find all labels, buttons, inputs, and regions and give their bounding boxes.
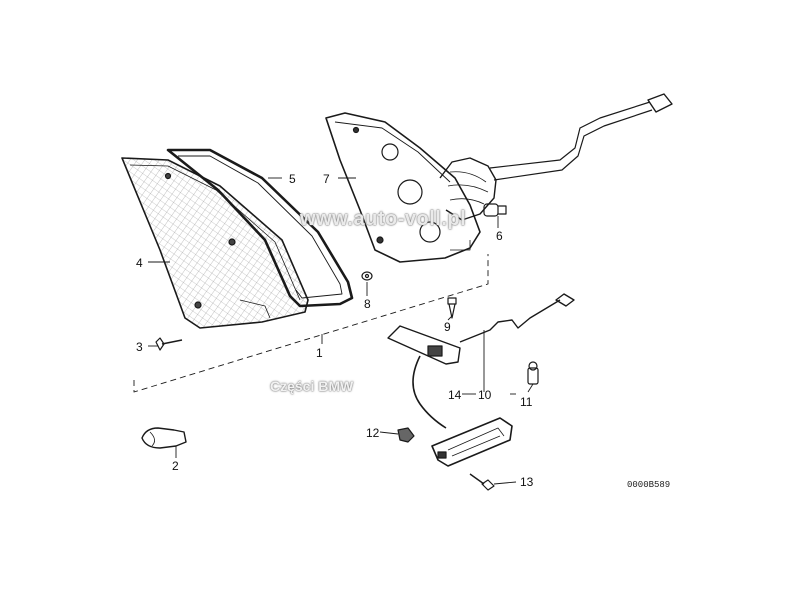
callout-7: 7 — [323, 172, 330, 186]
callout-8: 8 — [364, 297, 371, 311]
gasket-part-5 — [166, 148, 354, 308]
watermark-url: www.auto-voll.pl — [300, 208, 467, 230]
callout-9: 9 — [444, 320, 451, 334]
leader-lines — [148, 177, 534, 485]
callout-2: 2 — [172, 459, 179, 473]
screw-part-3 — [155, 337, 183, 351]
screw-part-13 — [469, 473, 495, 491]
screw-part-9 — [447, 297, 457, 319]
bulb-part-2 — [141, 427, 187, 449]
assembly-bracket-part-1 — [133, 254, 489, 393]
callout-12: 12 — [366, 426, 380, 440]
socket-part-6 — [483, 203, 507, 217]
watermark-brand: Części BMW — [270, 378, 354, 394]
marker-lamp-part-10 — [387, 293, 575, 467]
housing-part-7 — [325, 93, 673, 263]
lens-part-4 — [121, 157, 309, 329]
callout-4: 4 — [136, 256, 143, 270]
callout-6: 6 — [496, 229, 503, 243]
callout-11: 11 — [520, 395, 533, 409]
callout-5: 5 — [289, 172, 296, 186]
diagram-code: 0000B589 — [627, 480, 671, 490]
callout-3: 3 — [136, 340, 143, 354]
callout-13: 13 — [520, 475, 534, 489]
callout-14: 14 — [448, 388, 462, 402]
clip-part-12 — [397, 427, 415, 443]
washer-part-8 — [361, 271, 373, 281]
callout-10: 10 — [478, 388, 492, 402]
bulb-part-11 — [527, 361, 539, 385]
callout-1: 1 — [316, 346, 323, 360]
